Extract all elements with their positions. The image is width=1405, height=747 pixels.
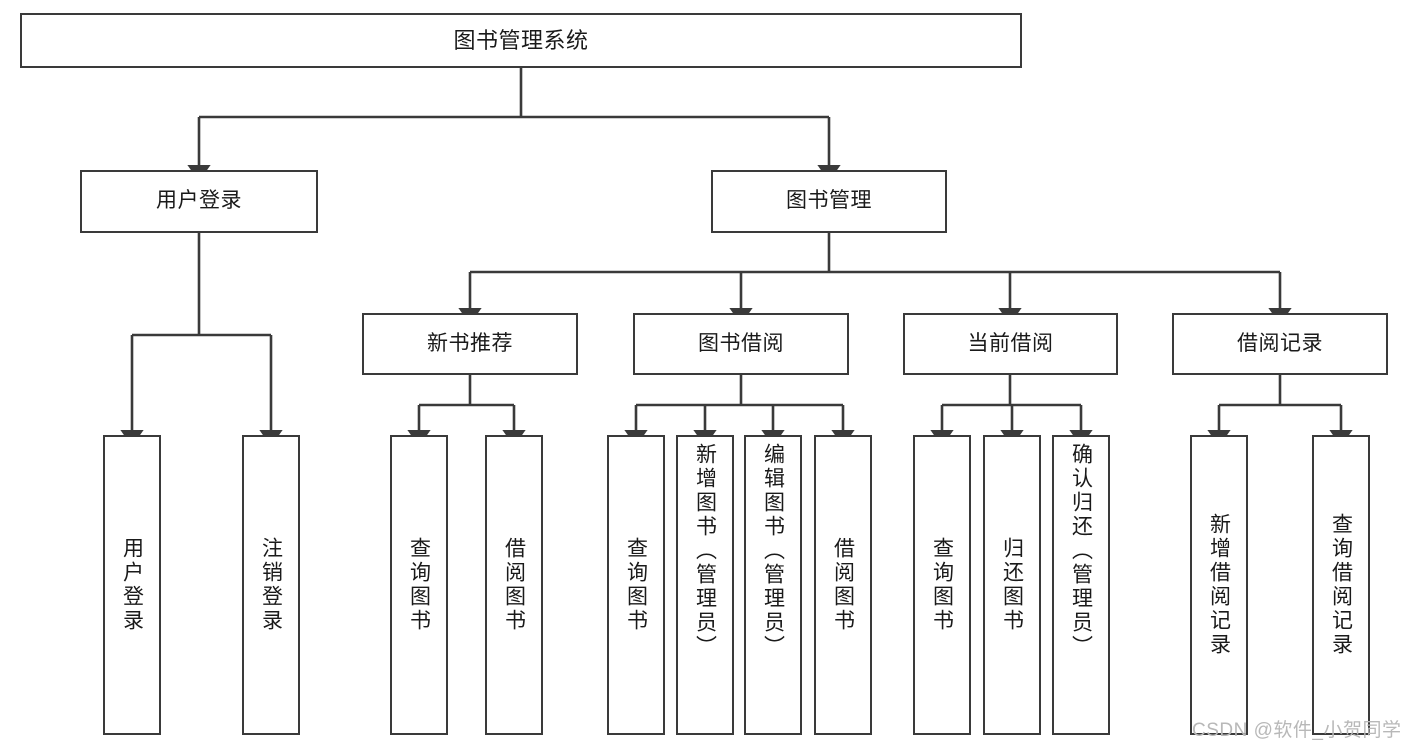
- node-current-borrow[interactable]: 当前借阅: [903, 313, 1118, 375]
- node-leaf-query-book-1[interactable]: 查询图书: [390, 435, 448, 735]
- node-label: 查询图书: [930, 537, 954, 633]
- node-label: 查询借阅记录: [1329, 513, 1353, 657]
- node-label: 新书推荐: [427, 331, 513, 355]
- node-leaf-query-book-3[interactable]: 查询图书: [913, 435, 971, 735]
- node-label: 借阅图书: [831, 537, 855, 633]
- node-leaf-add-book[interactable]: 新增图书（管理员）: [676, 435, 734, 735]
- csdn-watermark: CSDN @软件_小贺同学: [1192, 720, 1402, 741]
- node-root[interactable]: 图书管理系统: [20, 13, 1022, 68]
- node-label: 当前借阅: [967, 331, 1054, 355]
- node-label: 查询图书: [624, 537, 648, 633]
- node-label: 新增借阅记录: [1207, 513, 1231, 657]
- node-leaf-add-record[interactable]: 新增借阅记录: [1190, 435, 1248, 735]
- node-user-login[interactable]: 用户登录: [80, 170, 318, 233]
- node-leaf-return-book[interactable]: 归还图书: [983, 435, 1041, 735]
- node-label: 图书管理: [786, 189, 872, 213]
- node-leaf-borrow-book-1[interactable]: 借阅图书: [485, 435, 543, 735]
- node-label: 确认归还（管理员）: [1069, 443, 1093, 659]
- node-leaf-borrow-book-2[interactable]: 借阅图书: [814, 435, 872, 735]
- node-label: 注销登录: [259, 537, 283, 633]
- node-book-borrow[interactable]: 图书借阅: [633, 313, 849, 375]
- node-leaf-query-book-2[interactable]: 查询图书: [607, 435, 665, 735]
- node-leaf-edit-book[interactable]: 编辑图书（管理员）: [744, 435, 802, 735]
- node-label: 新增图书（管理员）: [693, 443, 717, 659]
- node-label: 查询图书: [407, 537, 431, 633]
- node-new-book-recommend[interactable]: 新书推荐: [362, 313, 578, 375]
- node-label: 编辑图书（管理员）: [761, 443, 785, 659]
- node-leaf-confirm-return[interactable]: 确认归还（管理员）: [1052, 435, 1110, 735]
- node-label: 用户登录: [156, 189, 242, 213]
- node-label: 借阅记录: [1237, 331, 1323, 355]
- node-label: 用户登录: [120, 537, 144, 633]
- node-label: 图书借阅: [698, 331, 784, 355]
- edges-group: [120, 68, 1353, 447]
- node-leaf-user-login[interactable]: 用户登录: [103, 435, 161, 735]
- node-leaf-query-record[interactable]: 查询借阅记录: [1312, 435, 1370, 735]
- node-label: 归还图书: [1000, 537, 1024, 633]
- node-leaf-logout[interactable]: 注销登录: [242, 435, 300, 735]
- node-book-manage[interactable]: 图书管理: [711, 170, 947, 233]
- node-borrow-record[interactable]: 借阅记录: [1172, 313, 1388, 375]
- node-label: 图书管理系统: [453, 27, 589, 53]
- node-label: 借阅图书: [502, 537, 526, 633]
